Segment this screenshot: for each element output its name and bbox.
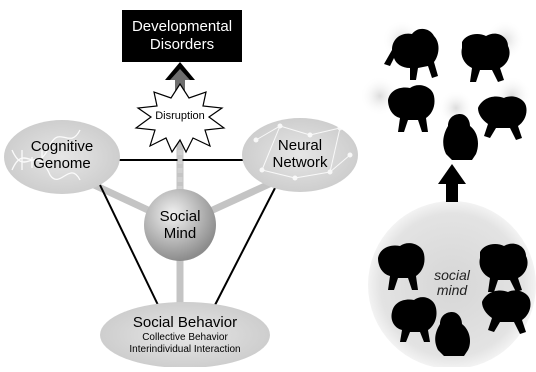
social-mind-node [144, 189, 216, 261]
social-behavior-label: Social Behavior Collective Behavior Inte… [100, 314, 270, 356]
black-triangle [99, 159, 276, 306]
developmental-disorders-box: Developmental Disorders [122, 10, 242, 62]
mind-line: Mind [163, 225, 197, 242]
cognitive-genome-label: Cognitive Genome [14, 138, 110, 172]
social-behavior-title: Social Behavior [132, 314, 238, 331]
cognitive-line: Cognitive [30, 138, 94, 155]
network-line: Network [272, 154, 328, 171]
monkey-icon [384, 28, 527, 160]
arrow-up-icon [438, 164, 466, 202]
monkey-icon [378, 243, 531, 356]
network-icon [253, 123, 353, 181]
social-behavior-node [100, 302, 270, 368]
neural-line: Neural [277, 137, 323, 154]
interindividual-interaction-text: Interindividual Interaction [129, 344, 241, 355]
neural-network-label: Neural Network [252, 137, 348, 171]
social-mind-label: Social Mind [144, 208, 216, 242]
dna-icon [11, 129, 81, 181]
social-line: Social [159, 208, 201, 225]
cognitive-genome-node [4, 120, 120, 194]
box-line2: Disorders [149, 36, 215, 53]
social-mind-circle-label: social mind [420, 268, 484, 298]
social-word: social [434, 267, 470, 283]
collective-behavior-text: Collective Behavior [142, 332, 228, 343]
disruption-burst [134, 82, 226, 154]
box-line1: Developmental [131, 18, 233, 35]
mind-word: mind [436, 282, 468, 298]
disruption-label: Disruption [155, 110, 205, 122]
genome-line: Genome [33, 155, 91, 172]
